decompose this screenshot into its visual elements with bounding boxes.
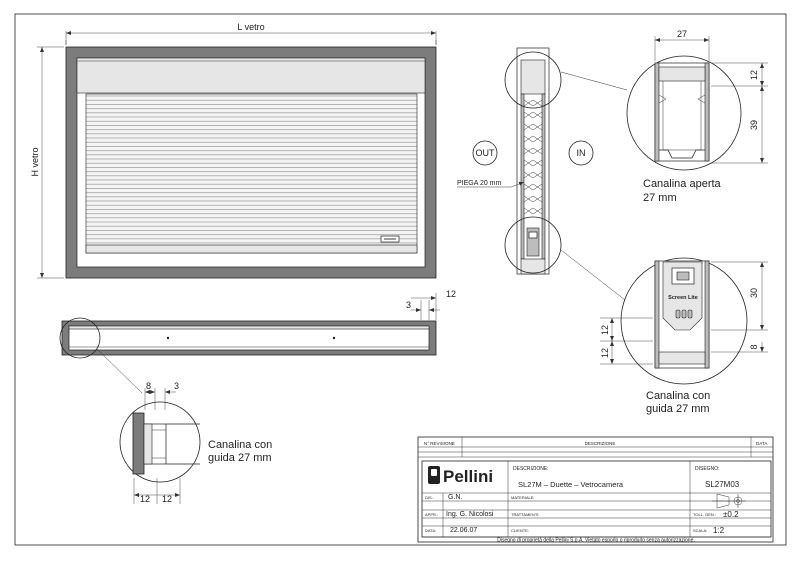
detail-canalina-guida: Screen Lite 30 8 12 12 Canalina con guid… [600, 257, 768, 415]
front-elevation: L vetro H vetro [30, 22, 437, 279]
blind-fabric [85, 93, 418, 254]
description-header: DESCRIZIONE [585, 441, 616, 446]
plan-view: 3 12 [59, 289, 456, 394]
width-dimension-label: L vetro [237, 22, 264, 32]
descrizione-value: SL27M – Duette – Vetrocamera [518, 480, 624, 489]
plan-detail-dim-b: 3 [174, 381, 179, 391]
headbox [76, 57, 426, 94]
plan-dim-b: 12 [446, 289, 456, 299]
revision-header: N° REVISIONE [424, 441, 455, 446]
detail-guide-left-b: 12 [600, 348, 610, 358]
detail-guide-circle [620, 257, 748, 385]
honeycomb-fabric [523, 99, 543, 215]
plan-callout-circle [59, 317, 101, 359]
piega-label: PIEGA 20 mm [457, 180, 502, 187]
data-label: DATA: [425, 528, 436, 533]
detail-guide-upper: 30 [749, 288, 759, 298]
bottom-bar [85, 244, 418, 254]
detail-open-caption-line1: Canalina aperta [643, 178, 722, 190]
detail-open-top: 12 [749, 70, 759, 80]
date-header: DATA [756, 441, 767, 446]
out-circle [472, 140, 498, 166]
scala-label: SCALA: [693, 528, 707, 533]
brand-small-label: Screen Lite [668, 295, 698, 301]
in-label: IN [577, 148, 586, 158]
detail-guide-left-a: 12 [600, 325, 610, 335]
section-callout-top [504, 51, 562, 109]
plan-detail-dim-d: 12 [162, 494, 172, 504]
ownership-footer: Disegno di proprietà della Pellini S.p.A… [497, 538, 695, 544]
detail-open-circle [626, 55, 742, 171]
detail-open-height: 39 [749, 120, 759, 130]
detail-guide-caption-line1: Canalina con [646, 390, 710, 402]
section-callout-bottom [504, 216, 562, 274]
height-dimension-label: H vetro [30, 147, 40, 176]
appr-value: Ing. G. Nicolosi [446, 511, 494, 518]
sheet-border [14, 13, 787, 546]
detail-canalina-aperta: 27 12 39 Canalina aperta 27 mm [626, 29, 768, 204]
plan-dim-a: 3 [406, 300, 411, 310]
plan-detail-caption-line2: guida 27 mm [208, 452, 272, 464]
title-block: N° REVISIONE DESCRIZIONE DATA Pellini DE… [417, 436, 774, 544]
toll-value: ±0.2 [723, 510, 739, 519]
scala-value: 1:2 [713, 526, 725, 535]
plan-detail-circle [119, 401, 201, 483]
appr-label: APPR.: [425, 512, 438, 517]
dis-label: DIS.: [425, 495, 434, 500]
detail-open-width: 27 [677, 29, 687, 39]
disegno-value: SL27M03 [705, 480, 740, 489]
pellini-logo-text: Pellini [443, 467, 493, 486]
dis-value: G.N. [448, 494, 462, 501]
out-label: OUT [476, 148, 496, 158]
plan-detail: 8 3 12 12 Canalina con guida 27 mm [119, 381, 272, 504]
detail-open-caption-line2: 27 mm [643, 192, 677, 204]
data-value: 22.06.07 [450, 527, 477, 534]
materiale-label: MATERIALE: [511, 495, 535, 500]
in-circle [568, 140, 594, 166]
toll-label: TOLL. GEN.: [693, 512, 716, 517]
section-view: OUT IN PIEGA 20 mm [457, 47, 628, 301]
plan-detail-dim-a: 8 [146, 381, 151, 391]
disegno-label: DISEGNO: [695, 466, 719, 472]
cliente-label: CLIENTE: [511, 528, 529, 533]
descrizione-label: DESCRIZIONE: [513, 466, 549, 472]
projection-symbol [712, 493, 746, 509]
plan-detail-caption-line1: Canalina con [208, 439, 272, 451]
trattamenti-label: TRATTAMENTI: [511, 512, 540, 517]
plan-detail-dim-c: 12 [140, 494, 150, 504]
detail-guide-right: 8 [749, 344, 759, 349]
detail-guide-caption-line2: guida 27 mm [646, 403, 710, 415]
